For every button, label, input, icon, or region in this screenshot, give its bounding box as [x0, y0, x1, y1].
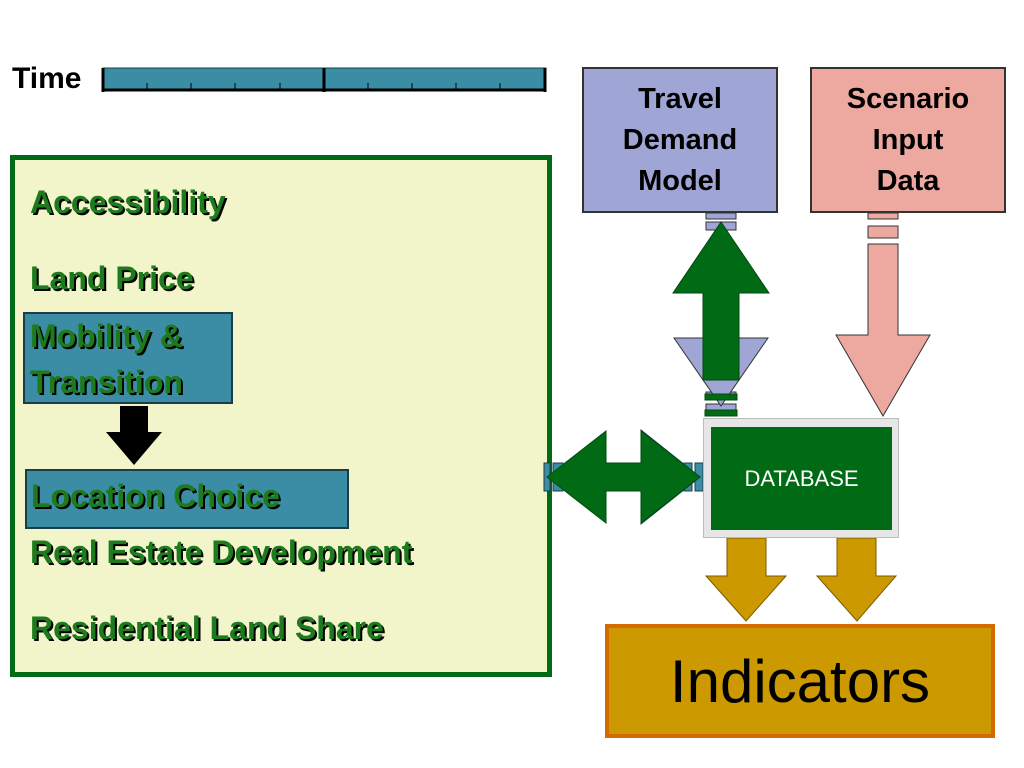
scenario-line-1: Scenario	[846, 82, 970, 115]
travel-line-2: Demand	[622, 123, 738, 156]
location-choice-label: Location Choice	[31, 478, 280, 514]
scenario-input-data-box: Scenario Input Data	[810, 67, 1006, 213]
residential-land-share-label: Residential Land Share	[30, 610, 384, 646]
scenario-line-2: Input	[872, 123, 944, 156]
urban-model-box	[10, 155, 552, 677]
database-label: DATABASE	[744, 465, 859, 491]
db-indicator-arrows	[704, 537, 898, 622]
transition-label: Transition	[30, 364, 183, 400]
travel-double-arrow	[672, 221, 770, 417]
mobility-transition-box	[23, 312, 233, 404]
database-box: DATABASE	[711, 427, 892, 530]
indicators-box: Indicators	[605, 624, 995, 738]
model-db-double-arrow	[546, 429, 701, 525]
travel-line-3: Model	[638, 164, 722, 197]
down-arrow-icon	[106, 406, 162, 465]
location-choice-box	[25, 469, 349, 529]
indicators-label: Indicators	[669, 647, 931, 715]
travel-line-1: Travel	[638, 82, 722, 115]
time-label: Time	[12, 62, 82, 95]
timeline-bar	[101, 67, 547, 92]
scenario-line-3: Data	[876, 164, 940, 197]
mobility-label: Mobility &	[30, 318, 183, 354]
accessibility-label: Accessibility	[30, 184, 226, 220]
land-price-label: Land Price	[30, 260, 194, 296]
real-estate-development-label: Real Estate Development	[30, 534, 413, 570]
travel-demand-model-box: Travel Demand Model	[582, 67, 778, 213]
scenario-arrow	[835, 212, 931, 417]
